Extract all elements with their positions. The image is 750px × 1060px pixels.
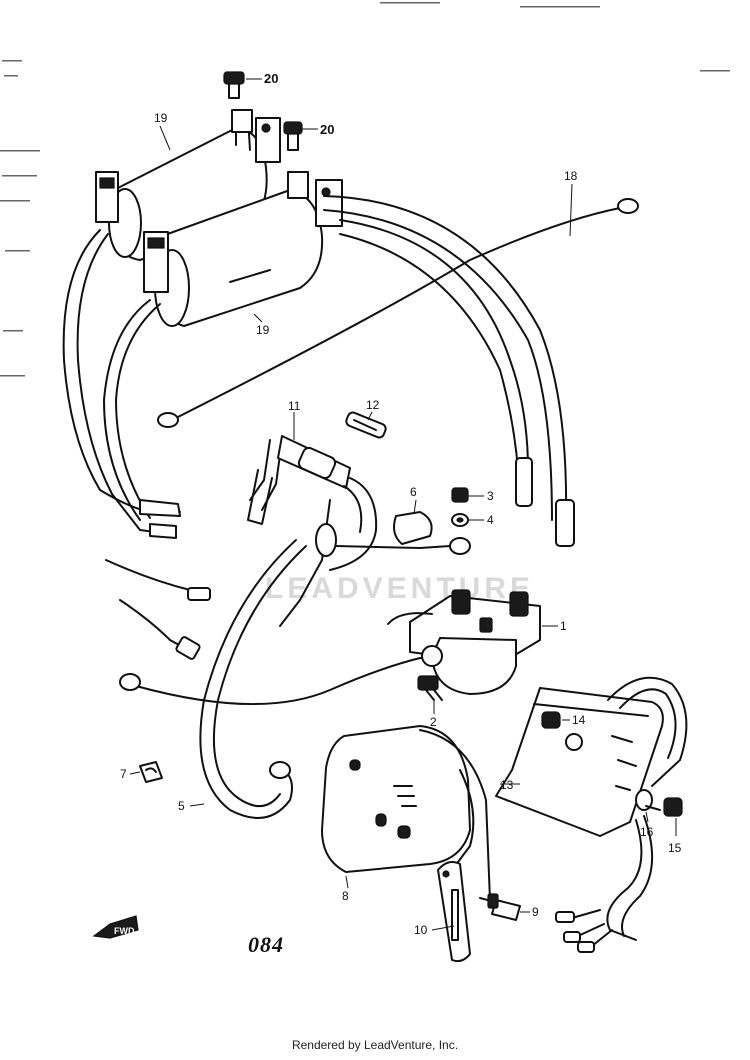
fuse-12 bbox=[345, 411, 387, 439]
callout-leaders bbox=[129, 78, 677, 931]
forward-direction-arrow bbox=[92, 915, 139, 939]
mounting-bracket-10 bbox=[437, 861, 471, 963]
fuse-holder-11 bbox=[247, 435, 378, 627]
callout-9: 9 bbox=[532, 905, 539, 919]
callout-15: 15 bbox=[668, 841, 682, 855]
callout-19-front: 19 bbox=[256, 323, 270, 337]
callout-16: 16 bbox=[640, 825, 654, 839]
bolt-15 bbox=[645, 797, 683, 817]
battery-lead-5 bbox=[199, 539, 307, 819]
direction-arrow-label: FWD bbox=[114, 926, 135, 936]
terminal-nut-3 bbox=[451, 487, 469, 503]
callout-18: 18 bbox=[564, 169, 578, 183]
starter-relay-1 bbox=[387, 589, 541, 695]
callout-6: 6 bbox=[410, 485, 417, 499]
washer-4 bbox=[451, 513, 469, 527]
footer-credit: Rendered by LeadVenture, Inc. bbox=[291, 1038, 459, 1052]
callout-20-top: 20 bbox=[264, 71, 278, 86]
rectifier-unit-13 bbox=[495, 687, 664, 837]
nut-14 bbox=[541, 711, 561, 729]
callout-3: 3 bbox=[487, 489, 494, 503]
callout-11: 11 bbox=[288, 399, 301, 413]
coil-mounting-bolt-top bbox=[223, 71, 245, 99]
callout-labels: 20 20 19 19 18 11 12 6 3 4 1 2 7 5 8 9 1… bbox=[114, 71, 682, 937]
callout-5: 5 bbox=[178, 799, 185, 813]
screw-9 bbox=[479, 893, 521, 921]
callout-7: 7 bbox=[120, 767, 127, 781]
rectifier-harness bbox=[555, 676, 688, 953]
callout-20-side: 20 bbox=[320, 122, 334, 137]
relay-battery-lead bbox=[335, 537, 471, 555]
scan-artifacts bbox=[0, 2, 730, 377]
relay-bolt-2 bbox=[417, 675, 443, 701]
callout-13: 13 bbox=[500, 778, 514, 792]
callout-19-rear: 19 bbox=[154, 111, 168, 125]
callout-2: 2 bbox=[430, 715, 437, 729]
ignition-coil-front bbox=[143, 171, 343, 327]
callout-12: 12 bbox=[366, 398, 380, 412]
callout-1: 1 bbox=[560, 619, 567, 633]
ground-wire-18 bbox=[157, 198, 639, 428]
starter-wire bbox=[119, 657, 441, 706]
callout-4: 4 bbox=[487, 513, 494, 527]
terminal-cover-6 bbox=[393, 511, 433, 545]
regulator-cover-8 bbox=[321, 725, 495, 911]
wire-clamp-7 bbox=[139, 761, 163, 783]
high-tension-leads bbox=[323, 195, 575, 547]
coil-mounting-bolt-side bbox=[283, 121, 303, 151]
page-code: 084 bbox=[248, 932, 284, 957]
callout-14: 14 bbox=[572, 713, 586, 727]
washer-16 bbox=[635, 789, 653, 811]
callout-8: 8 bbox=[342, 889, 349, 903]
callout-10: 10 bbox=[414, 923, 428, 937]
coil-primary-harness bbox=[62, 229, 211, 660]
